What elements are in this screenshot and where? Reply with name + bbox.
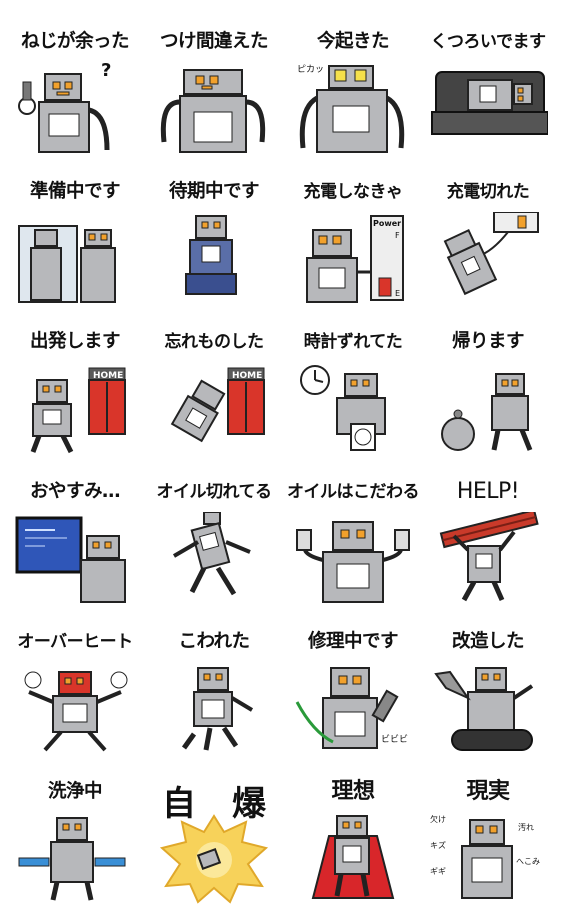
home-sign: HOME [93, 371, 123, 381]
sticker-caption: オーバーヒート [17, 632, 133, 652]
question-mark: ? [101, 62, 111, 81]
sticker-genjitsu[interactable]: 現実 欠け 汚れ へこみ キズ ギギ [418, 760, 558, 910]
sticker-kaizo-shita[interactable]: 改造した [418, 610, 558, 760]
sticker-oyasumi[interactable]: おやすみ… [5, 460, 145, 610]
sticker-riso[interactable]: 理想 [283, 760, 423, 910]
home-sign: HOME [232, 371, 262, 381]
robot-at-mirror-icon [18, 225, 116, 303]
sticker-caption: 充電しなきゃ [303, 182, 404, 202]
robot-wrong-parts-icon [160, 69, 266, 153]
sticker-caption: 待期中です [168, 181, 260, 202]
robot-out-of-battery-icon [443, 212, 539, 296]
sticker-caption: 準備中です [29, 181, 121, 202]
sticker-ima-okita[interactable]: 今起きた ピカッ [283, 10, 423, 160]
sticker-juden-kireta[interactable]: 充電切れた [418, 160, 558, 310]
damage-note: 汚れ [518, 822, 534, 832]
robot-self-destruct-explosion-icon [159, 814, 269, 904]
sticker-overheat[interactable]: オーバーヒート [5, 610, 145, 760]
sticker-help[interactable]: HELP! [418, 460, 558, 610]
sticker-caption: 出発します [29, 331, 121, 352]
robot-out-of-oil-icon [172, 512, 251, 596]
sticker-caption: 改造した [451, 631, 525, 652]
sticker-caption: 帰ります [451, 331, 525, 352]
sticker-caption: オイル切れてる [156, 482, 273, 502]
robot-running-back-icon: HOME [170, 367, 265, 443]
damage-note: キズ [430, 840, 446, 850]
sticker-caption: 時計ずれてた [303, 332, 403, 352]
robot-monitor-sleep-icon [15, 516, 126, 603]
sticker-caption: くつろいでます [430, 32, 547, 52]
sticker-caption: 修理中です [307, 631, 399, 652]
robot-being-repaired-icon: ビビビ [295, 667, 408, 749]
sticker-tokei-zureteta[interactable]: 時計ずれてた [283, 310, 423, 460]
robot-overheating-icon [24, 671, 128, 752]
sticker-caption-left: 自 [162, 784, 196, 824]
sticker-wasuremono-shita[interactable]: 忘れものした HOME [144, 310, 284, 460]
sticker-caption: つけ間違えた [159, 31, 269, 52]
robot-on-tank-treads-icon [434, 667, 534, 751]
sticker-jibaku[interactable]: 自 爆 [144, 760, 284, 910]
robot-holding-screw-icon: ? [18, 62, 111, 153]
robot-sitting-icon [185, 215, 237, 295]
robot-going-home-icon [441, 373, 533, 451]
power-full-mark: F [395, 231, 400, 240]
robot-charging-icon: Power F E [306, 215, 404, 303]
robot-superhero-cape-icon [311, 815, 395, 899]
sticker-caption: オイルはこだわる [287, 482, 420, 502]
sticker-caption: 理想 [331, 779, 375, 804]
sticker-caption: 現実 [466, 779, 510, 804]
power-label: Power [373, 219, 401, 228]
sticker-taikichu-desu[interactable]: 待期中です [144, 160, 284, 310]
damage-note: ギギ [430, 867, 446, 876]
sticker-juden-shinakya[interactable]: 充電しなきゃ Power F E [283, 160, 423, 310]
robot-leaving-home-icon: HOME [30, 367, 126, 454]
sound-effect-text: ビビビ [381, 734, 408, 745]
damage-note: へこみ [516, 857, 540, 866]
sticker-caption: おやすみ… [29, 481, 121, 502]
sticker-caption: こわれた [178, 631, 250, 652]
sound-effect-text: ピカッ [297, 64, 324, 75]
sticker-caption: ねじが余った [20, 31, 130, 52]
power-empty-mark: E [395, 289, 400, 298]
robot-with-clock-icon [300, 365, 386, 451]
robot-lying-on-couch-icon [431, 71, 548, 135]
robot-crushed-by-beam-icon [439, 512, 539, 602]
sticker-kowareta[interactable]: こわれた [144, 610, 284, 760]
sticker-senjochu[interactable]: 洗浄中 [5, 760, 145, 910]
sticker-nejiga-amatta[interactable]: ねじが余った ? [5, 10, 145, 160]
sticker-caption: HELP! [456, 479, 520, 504]
sticker-tsuke-machigaeta[interactable]: つけ間違えた [144, 10, 284, 160]
robot-worn-out-icon: 欠け 汚れ へこみ キズ ギギ [430, 814, 540, 899]
sticker-caption: 洗浄中 [47, 781, 103, 802]
sticker-oil-wa-kodawaru[interactable]: オイルはこだわる [283, 460, 423, 610]
sticker-shuppatsu-shimasu[interactable]: 出発します HOME [5, 310, 145, 460]
sticker-caption: 忘れものした [164, 332, 265, 352]
sticker-kutsuroidemasu[interactable]: くつろいでます [418, 10, 558, 160]
sticker-caption-right: 爆 [232, 784, 266, 824]
robot-being-washed-icon [18, 817, 126, 901]
sticker-caption: 充電切れた [446, 182, 530, 202]
sticker-junbichu-desu[interactable]: 準備中です [5, 160, 145, 310]
sticker-caption: 今起きた [316, 31, 390, 52]
robot-holding-oil-cans-icon [296, 521, 410, 603]
sticker-shurichu-desu[interactable]: 修理中です ビビビ [283, 610, 423, 760]
damage-note: 欠け [430, 814, 446, 824]
sticker-kaerimasu[interactable]: 帰ります [418, 310, 558, 460]
robot-waking-icon: ピカッ [297, 64, 405, 153]
robot-broken-icon [181, 667, 254, 751]
sticker-oil-kireteru[interactable]: オイル切れてる [144, 460, 284, 610]
